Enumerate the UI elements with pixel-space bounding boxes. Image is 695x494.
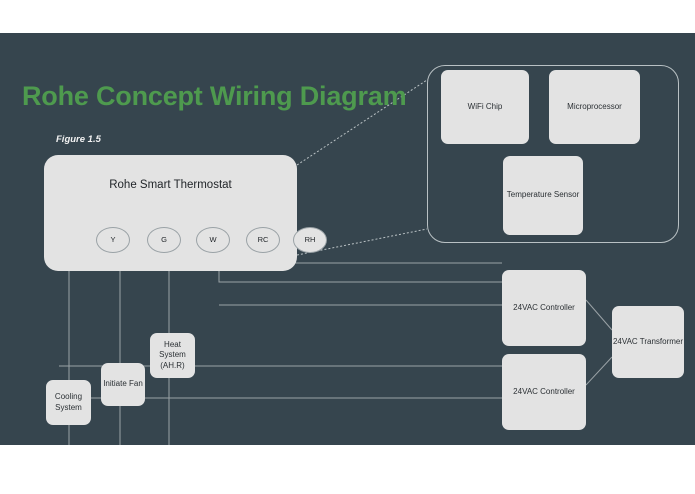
- terminal-y[interactable]: Y: [96, 227, 130, 253]
- thermostat-title: Rohe Smart Thermostat: [109, 179, 232, 191]
- zoom-callout-panel: [427, 65, 679, 243]
- transformer-24vac[interactable]: 24VAC Transformer: [612, 306, 684, 378]
- controller-top[interactable]: 24VAC Controller: [502, 270, 586, 346]
- page-title: Rohe Concept Wiring Diagram: [22, 81, 407, 111]
- load-cooling-system[interactable]: Cooling System: [46, 380, 91, 425]
- terminal-g[interactable]: G: [147, 227, 181, 253]
- component-microprocessor[interactable]: Microprocessor: [549, 70, 640, 144]
- load-heat-system[interactable]: Heat System (AH.R): [150, 333, 195, 378]
- load-initiate-fan[interactable]: Initiate Fan: [101, 363, 145, 406]
- controller-bottom[interactable]: 24VAC Controller: [502, 354, 586, 430]
- terminal-rh[interactable]: RH: [293, 227, 327, 253]
- thermostat-unit[interactable]: Rohe Smart Thermostat Y G W RC RH: [44, 155, 327, 271]
- figure-label: Figure 1.5: [56, 134, 101, 145]
- component-wifi-chip[interactable]: WiFi Chip: [441, 70, 529, 144]
- terminal-w[interactable]: W: [196, 227, 230, 253]
- terminal-rc[interactable]: RC: [246, 227, 280, 253]
- slide-canvas: Rohe Concept Wiring Diagram Figure 1.5 R…: [0, 33, 695, 445]
- component-temperature-sensor[interactable]: Temperature Sensor: [503, 156, 583, 235]
